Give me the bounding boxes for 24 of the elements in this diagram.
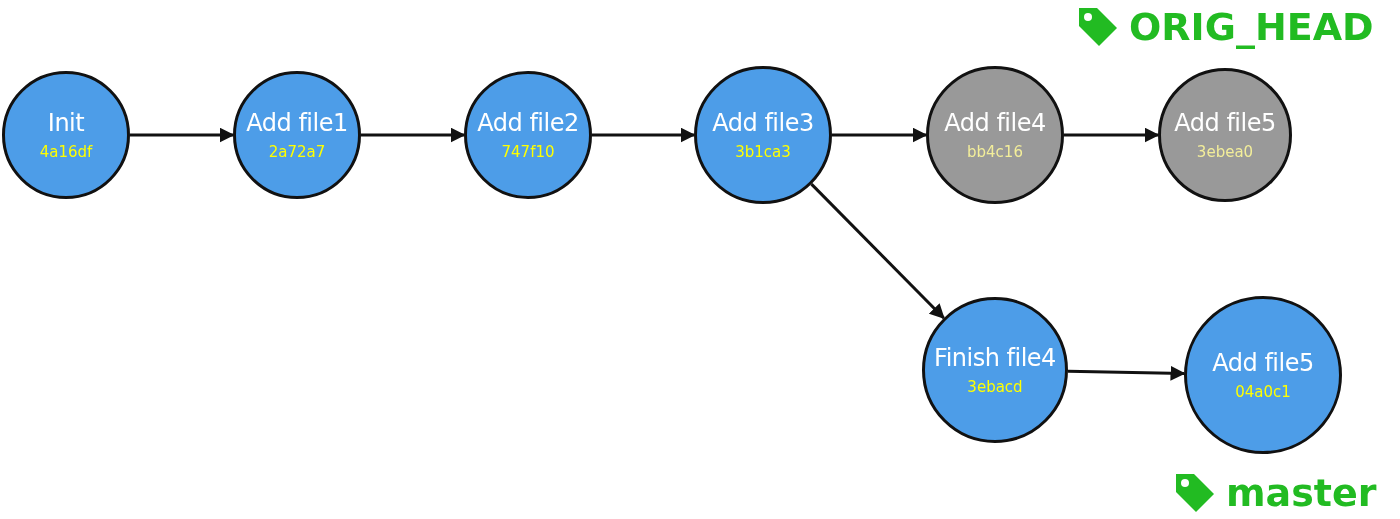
commit-hash: 3ebea0 bbox=[1196, 143, 1254, 161]
commit-message: Add file5 bbox=[1174, 109, 1276, 137]
commit-hash: 4a16df bbox=[39, 143, 93, 161]
commit-hash: 3ebacd bbox=[967, 378, 1023, 396]
commit-message: Finish file4 bbox=[934, 344, 1056, 372]
arrow bbox=[130, 127, 235, 143]
commit-hash: bb4c16 bbox=[967, 143, 1023, 161]
arrow bbox=[592, 127, 696, 143]
arrow bbox=[832, 127, 928, 143]
commit-message: Add file1 bbox=[246, 109, 348, 137]
commit-message: Add file4 bbox=[944, 109, 1046, 137]
ref-label: master bbox=[1226, 474, 1377, 512]
commit-hash: 2a72a7 bbox=[268, 143, 326, 161]
arrow bbox=[810, 183, 945, 320]
commit-message: Add file2 bbox=[477, 109, 579, 137]
arrow bbox=[1064, 127, 1160, 143]
arrow bbox=[361, 127, 466, 143]
commit-message: Add file3 bbox=[712, 109, 814, 137]
commit-hash: 3b1ca3 bbox=[735, 143, 791, 161]
commit-hash: 747f10 bbox=[501, 143, 555, 161]
commit-message: Add file5 bbox=[1212, 349, 1314, 377]
commit-message: Init bbox=[47, 109, 85, 137]
arrow bbox=[1067, 365, 1186, 381]
commit-hash: 04a0c1 bbox=[1235, 383, 1291, 401]
